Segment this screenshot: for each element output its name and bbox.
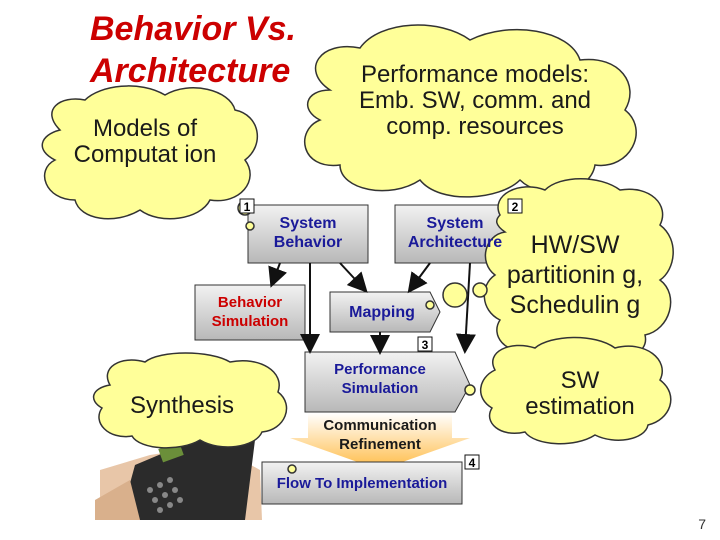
bubble-mapping xyxy=(425,300,435,310)
step-number-1: 1 xyxy=(244,200,251,214)
mapping-label: Mapping xyxy=(349,304,415,321)
step-number-3: 3 xyxy=(422,338,429,352)
page-number: 7 xyxy=(698,516,706,532)
hw-sw-partitioning-text: HW/SW partitionin g, Schedulin g xyxy=(506,231,644,319)
behavior-simulation-label: Behavior Simulation xyxy=(211,294,289,330)
system-behavior-label: System Behavior xyxy=(273,215,343,251)
hw-sw-partitioning-cloud xyxy=(442,178,674,366)
system-architecture-label: System Architecture xyxy=(407,215,503,251)
step-number-4: 4 xyxy=(469,456,476,470)
synthesis-label: Synthesis xyxy=(130,392,235,419)
performance-simulation-box xyxy=(304,351,471,413)
slide-title: Behavior Vs. Architecture xyxy=(90,10,296,90)
flow-to-implementation-label: Flow To Implementation xyxy=(276,475,448,492)
bubble-system-behavior xyxy=(245,221,255,231)
arrow-arch-to-perf xyxy=(455,262,476,354)
synthesis-cloud xyxy=(92,352,288,449)
arrow-behavior-to-sim xyxy=(268,262,288,288)
arrow-arch-to-mapping xyxy=(407,262,431,294)
performance-simulation-label: Performance Simulation xyxy=(334,361,426,397)
bubble-flow xyxy=(287,464,297,474)
behavior-simulation-box xyxy=(194,284,306,341)
step-badge-2: 2 xyxy=(507,198,523,214)
mobile-phone-image xyxy=(95,425,262,520)
step-number-2: 2 xyxy=(512,200,519,214)
sw-estimation-text: SW estimation xyxy=(525,367,635,420)
step-badge-4: 4 xyxy=(464,454,480,470)
models-of-computation-text: Models of Computat ion xyxy=(73,115,217,168)
refinement-arrow xyxy=(290,413,470,470)
step-badge-3: 3 xyxy=(417,336,433,352)
system-behavior-box xyxy=(247,204,369,264)
step-badge-1: 1 xyxy=(239,198,255,214)
performance-models-text: Performance models: Emb. SW, comm. and c… xyxy=(358,61,592,140)
arrow-behavior-to-mapping xyxy=(339,262,368,293)
communication-refinement-label: Communication Refinement xyxy=(323,417,437,453)
sw-estimation-cloud xyxy=(464,336,672,445)
